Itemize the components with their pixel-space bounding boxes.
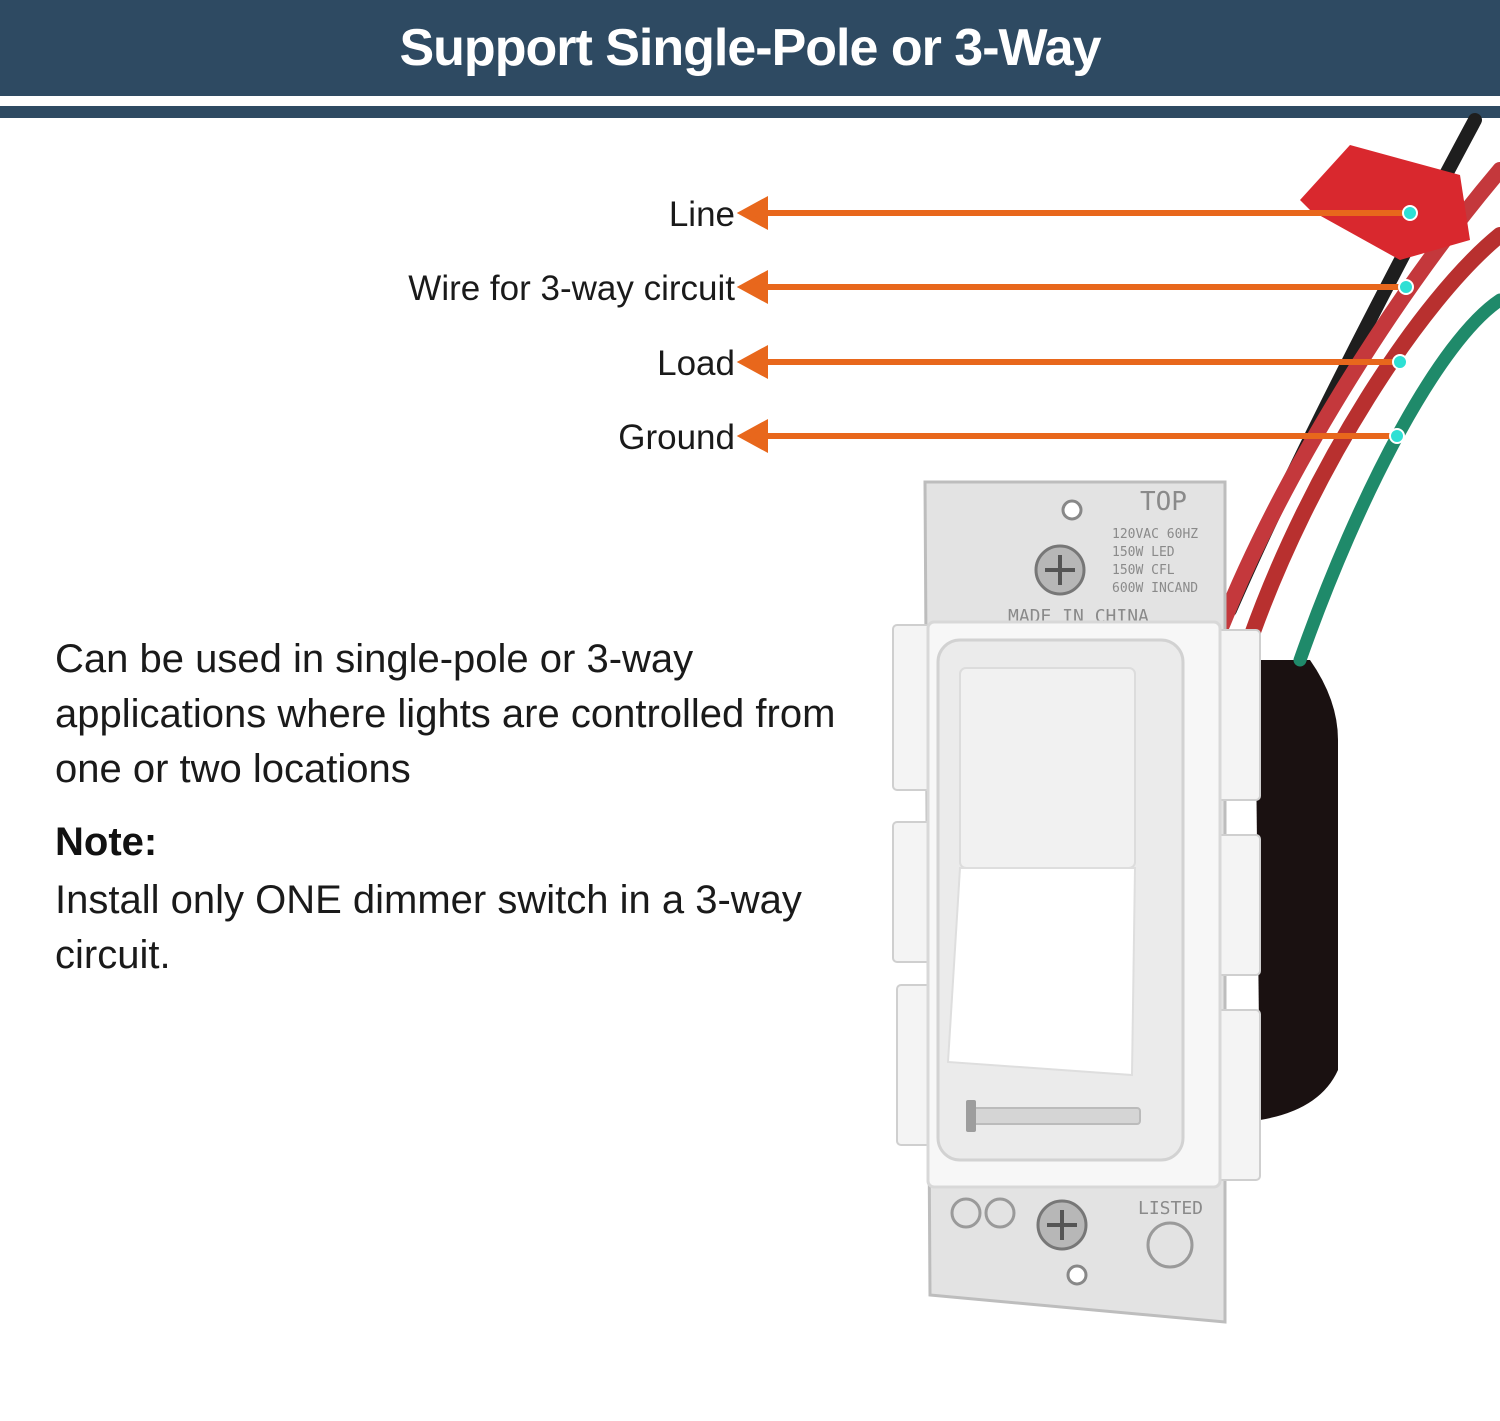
- listed-mark: LISTED: [1138, 1198, 1203, 1219]
- label-three-way: Wire for 3-way circuit: [408, 269, 735, 308]
- ul-listed-icon: [1146, 1221, 1194, 1269]
- page-title: Support Single-Pole or 3-Way: [399, 19, 1101, 77]
- line-arrowhead: [736, 195, 768, 231]
- rocker-paddle-top[interactable]: [959, 667, 1136, 869]
- label-load: Load: [657, 344, 735, 383]
- rating-2: 150W LED: [1112, 545, 1175, 560]
- rating-4: 600W INCAND: [1112, 581, 1198, 596]
- ground-dot: [1389, 428, 1405, 444]
- screw-top-slot: [1045, 555, 1075, 585]
- three-way-arrowhead: [736, 269, 768, 305]
- label-ground: Ground: [618, 418, 735, 457]
- strap-hole-top: [1061, 499, 1083, 521]
- header-divider: [0, 106, 1500, 118]
- dimmer-slider-handle[interactable]: [966, 1100, 976, 1132]
- label-line: Line: [668, 195, 735, 234]
- break-off-tab-right-2: [1214, 834, 1261, 976]
- note-heading: Note:: [55, 820, 158, 864]
- break-off-tab-right-3: [1214, 1009, 1261, 1181]
- al-wire-icon: [984, 1197, 1016, 1229]
- line-dot: [1402, 205, 1418, 221]
- wire-tag: [1300, 145, 1470, 260]
- cu-wire-icon: [950, 1197, 982, 1229]
- header-banner: Support Single-Pole or 3-Way: [0, 0, 1500, 96]
- rating-3: 150W CFL: [1112, 563, 1175, 578]
- rating-1: 120VAC 60HZ: [1112, 527, 1198, 542]
- note-text: Install only ONE dimmer switch in a 3-wa…: [55, 878, 802, 977]
- dimmer-slider-track[interactable]: [969, 1107, 1141, 1125]
- back-housing: [1255, 660, 1338, 1120]
- strap-hole-bottom: [1066, 1264, 1088, 1286]
- load-arrowhead: [736, 344, 768, 380]
- top-mark: TOP: [1140, 487, 1187, 517]
- rocker-paddle-bottom[interactable]: [946, 867, 1137, 1077]
- three-way-dot: [1398, 279, 1414, 295]
- break-off-tab-right-1: [1214, 629, 1261, 801]
- ground-arrowhead: [736, 418, 768, 454]
- load-wire: [1242, 227, 1500, 648]
- load-dot: [1392, 354, 1408, 370]
- screw-bottom-slot: [1047, 1210, 1077, 1240]
- description-text: Can be used in single-pole or 3-way appl…: [55, 637, 836, 791]
